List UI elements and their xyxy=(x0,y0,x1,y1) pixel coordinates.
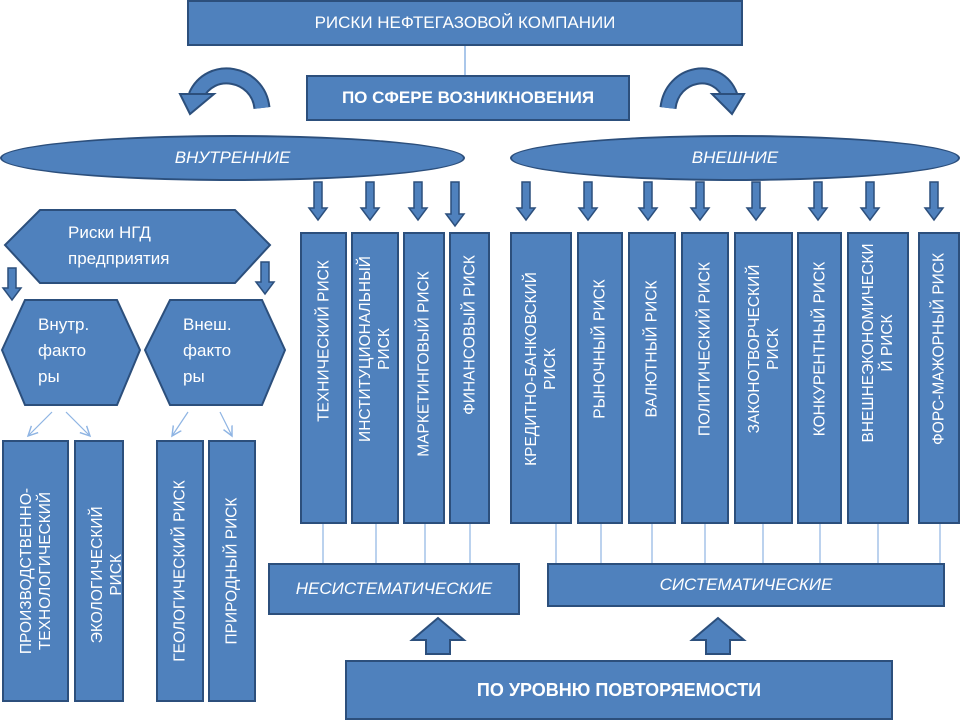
ngd-label: Риски НГД предприятия xyxy=(68,220,170,272)
external-factors-line: ры xyxy=(183,367,205,386)
by-repeatability-box: ПО УРОВНЮ ПОВТОРЯЕМОСТИ xyxy=(345,660,893,720)
competitive-risk-label: КОНКУРЕНТНЫЙ РИСК xyxy=(811,261,828,437)
production-risk-line2: ТЕХНОЛОГИЧЕСКИЙ xyxy=(36,491,54,651)
technical-risk-label: ТЕХНИЧЕСКИЙ РИСК xyxy=(315,259,332,422)
up-arrow-icon xyxy=(689,616,747,655)
external-factors-line: факто xyxy=(183,341,232,360)
ecological-risk-line1: ЭКОЛОГИЧЕСКИЙ xyxy=(89,506,107,644)
ngd-label-line2: предприятия xyxy=(68,249,170,268)
internal-label: ВНУТРЕННИЕ xyxy=(174,148,291,167)
geological-risk-label: ГЕОЛОГИЧЕСКИЙ РИСК xyxy=(171,480,189,662)
internal-factors-hexagon xyxy=(0,299,142,406)
marketing-risk-label: МАРКЕТИНГОВЫЙ РИСК xyxy=(415,270,433,457)
ngd-hexagon xyxy=(3,209,272,284)
political-risk-box: ПОЛИТИЧЕСКИЙ РИСК xyxy=(681,232,729,524)
down-arrow-icon xyxy=(577,181,599,222)
legislative-risk-line1: ЗАКОНОТВОРЧЕСКИЙ xyxy=(745,264,763,434)
factor-arrow xyxy=(28,411,53,436)
production-risk-box: ПРОИЗВОДСТВЕННО-ТЕХНОЛОГИЧЕСКИЙ xyxy=(2,440,69,702)
by-repeatability-label: ПО УРОВНЮ ПОВТОРЯЕМОСТИ xyxy=(476,679,762,700)
ecological-risk-line2: РИСК xyxy=(108,553,124,596)
down-arrow-icon xyxy=(807,181,829,222)
internal-factors-line: факто xyxy=(38,341,87,360)
down-arrow-icon xyxy=(923,181,945,222)
natural-risk-box: ПРИРОДНЫЙ РИСК xyxy=(208,440,256,702)
external-ellipse: ВНЕШНИЕ xyxy=(510,135,960,181)
foreign-econ-risk-line1: ВНЕШНЕЭКОНОМИЧЕСКИ xyxy=(860,243,877,443)
down-arrow-icon xyxy=(745,181,767,222)
geological-risk-box: ГЕОЛОГИЧЕСКИЙ РИСК xyxy=(156,440,204,702)
internal-factors-line: Внутр. xyxy=(38,315,90,334)
institutional-risk-line2: РИСК xyxy=(376,328,393,371)
marketing-risk-box: МАРКЕТИНГОВЫЙ РИСК xyxy=(403,232,445,524)
currency-risk-box: ВАЛЮТНЫЙ РИСК xyxy=(628,232,676,524)
force-majeure-risk-box: ФОРС-МАЖОРНЫЙ РИСК xyxy=(918,232,960,524)
external-factors-hexagon xyxy=(143,299,287,406)
market-risk-label: РЫНОЧНЫЙ РИСК xyxy=(591,279,609,419)
production-risk-line1: ПРОИЗВОДСТВЕННО- xyxy=(17,487,35,655)
credit-risk-line2: РИСК xyxy=(542,348,559,391)
ngd-label-line1: Риски НГД xyxy=(68,223,151,242)
internal-factors-line: ры xyxy=(38,367,60,386)
down-arrow-icon xyxy=(444,181,466,228)
legislative-risk-line2: РИСК xyxy=(764,328,782,371)
factor-arrow xyxy=(65,411,90,436)
unsystematic-label: НЕСИСТЕМАТИЧЕСКИЕ xyxy=(295,579,493,598)
down-arrow-icon xyxy=(637,181,659,222)
down-arrow-icon xyxy=(859,181,881,222)
by-origin-label: ПО СФЕРЕ ВОЗНИКНОВЕНИЯ xyxy=(341,88,595,107)
internal-factors-label: Внутр. факто ры xyxy=(38,312,89,390)
unsystematic-box: НЕСИСТЕМАТИЧЕСКИЕ xyxy=(268,563,520,615)
financial-risk-label: ФИНАНСОВЫЙ РИСК xyxy=(461,254,478,415)
down-arrow-icon xyxy=(407,181,429,222)
external-factors-label: Внеш. факто ры xyxy=(183,312,232,390)
curved-arrow-right-icon xyxy=(659,67,746,116)
market-risk-box: РЫНОЧНЫЙ РИСК xyxy=(577,232,623,524)
force-majeure-risk-label: ФОРС-МАЖОРНЫЙ РИСК xyxy=(930,253,948,446)
title-box: РИСКИ НЕФТЕГАЗОВОЙ КОМПАНИИ xyxy=(187,0,743,46)
political-risk-label: ПОЛИТИЧЕСКИЙ РИСК xyxy=(696,262,714,437)
credit-risk-line1: КРЕДИТНО-БАНКОВСКИЙ xyxy=(523,272,540,467)
foreign-econ-risk-line2: Й РИСК xyxy=(879,314,896,373)
factor-arrow xyxy=(172,411,189,436)
systematic-label: СИСТЕМАТИЧЕСКИЕ xyxy=(659,575,833,594)
down-arrow-icon xyxy=(1,267,23,302)
natural-risk-label: ПРИРОДНЫЙ РИСК xyxy=(223,497,241,645)
internal-ellipse: ВНУТРЕННИЕ xyxy=(0,135,465,181)
factor-arrow xyxy=(219,411,232,436)
bottom-connectors xyxy=(322,524,941,563)
down-arrow-icon xyxy=(515,181,537,222)
curved-arrow-left-icon xyxy=(178,67,271,116)
by-origin-box: ПО СФЕРЕ ВОЗНИКНОВЕНИЯ xyxy=(306,75,630,121)
technical-risk-box: ТЕХНИЧЕСКИЙ РИСК xyxy=(300,232,347,524)
currency-risk-label: ВАЛЮТНЫЙ РИСК xyxy=(643,280,661,418)
title-label: РИСКИ НЕФТЕГАЗОВОЙ КОМПАНИИ xyxy=(314,13,616,32)
competitive-risk-box: КОНКУРЕНТНЫЙ РИСК xyxy=(797,232,842,524)
external-label: ВНЕШНИЕ xyxy=(691,148,779,167)
up-arrow-icon xyxy=(409,616,467,655)
down-arrows xyxy=(1,181,945,302)
down-arrow-icon xyxy=(359,181,381,222)
systematic-box: СИСТЕМАТИЧЕСКИЕ xyxy=(547,563,945,607)
down-arrow-icon xyxy=(254,261,276,296)
institutional-risk-line1: ИНСТИТУЦИОНАЛЬНЫЙ xyxy=(357,256,374,443)
financial-risk-box: ФИНАНСОВЫЙ РИСК xyxy=(449,232,490,524)
external-factors-line: Внеш. xyxy=(183,315,232,334)
down-arrow-icon xyxy=(689,181,711,222)
down-arrow-icon xyxy=(307,181,329,222)
